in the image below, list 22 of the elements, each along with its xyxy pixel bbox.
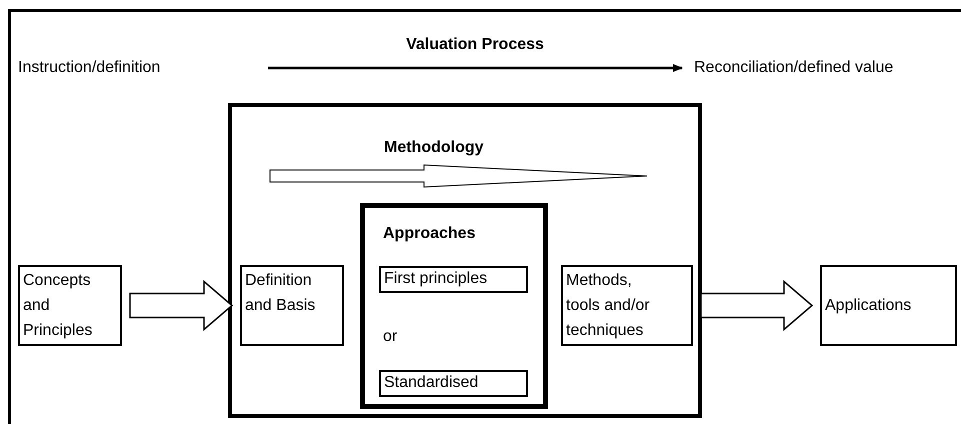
text-label: Reconciliation/defined value [694,58,894,78]
applications-box [820,265,957,346]
definition-box [240,265,344,346]
connector-word: or [383,327,398,347]
box-label: Standardised [384,373,480,393]
box-title: Methodology [384,138,484,158]
first-principles-box [379,266,528,293]
arrow [268,64,683,72]
standardised-box [379,370,528,397]
block-arrow [700,280,814,332]
box-label: Concepts and Principles [23,271,94,341]
box-label: First principles [384,269,488,289]
methods-box [561,265,693,346]
approaches-box [360,203,548,409]
box-label: Definition and Basis [245,271,316,316]
concepts-box [18,265,122,346]
methodology-box [228,103,702,418]
box-label: Methods, tools and/or techniques [566,271,651,341]
box-title: Approaches [383,224,476,244]
block-arrow [129,280,234,332]
box-label: Applications [825,296,912,316]
text-label: Instruction/definition [18,58,162,78]
